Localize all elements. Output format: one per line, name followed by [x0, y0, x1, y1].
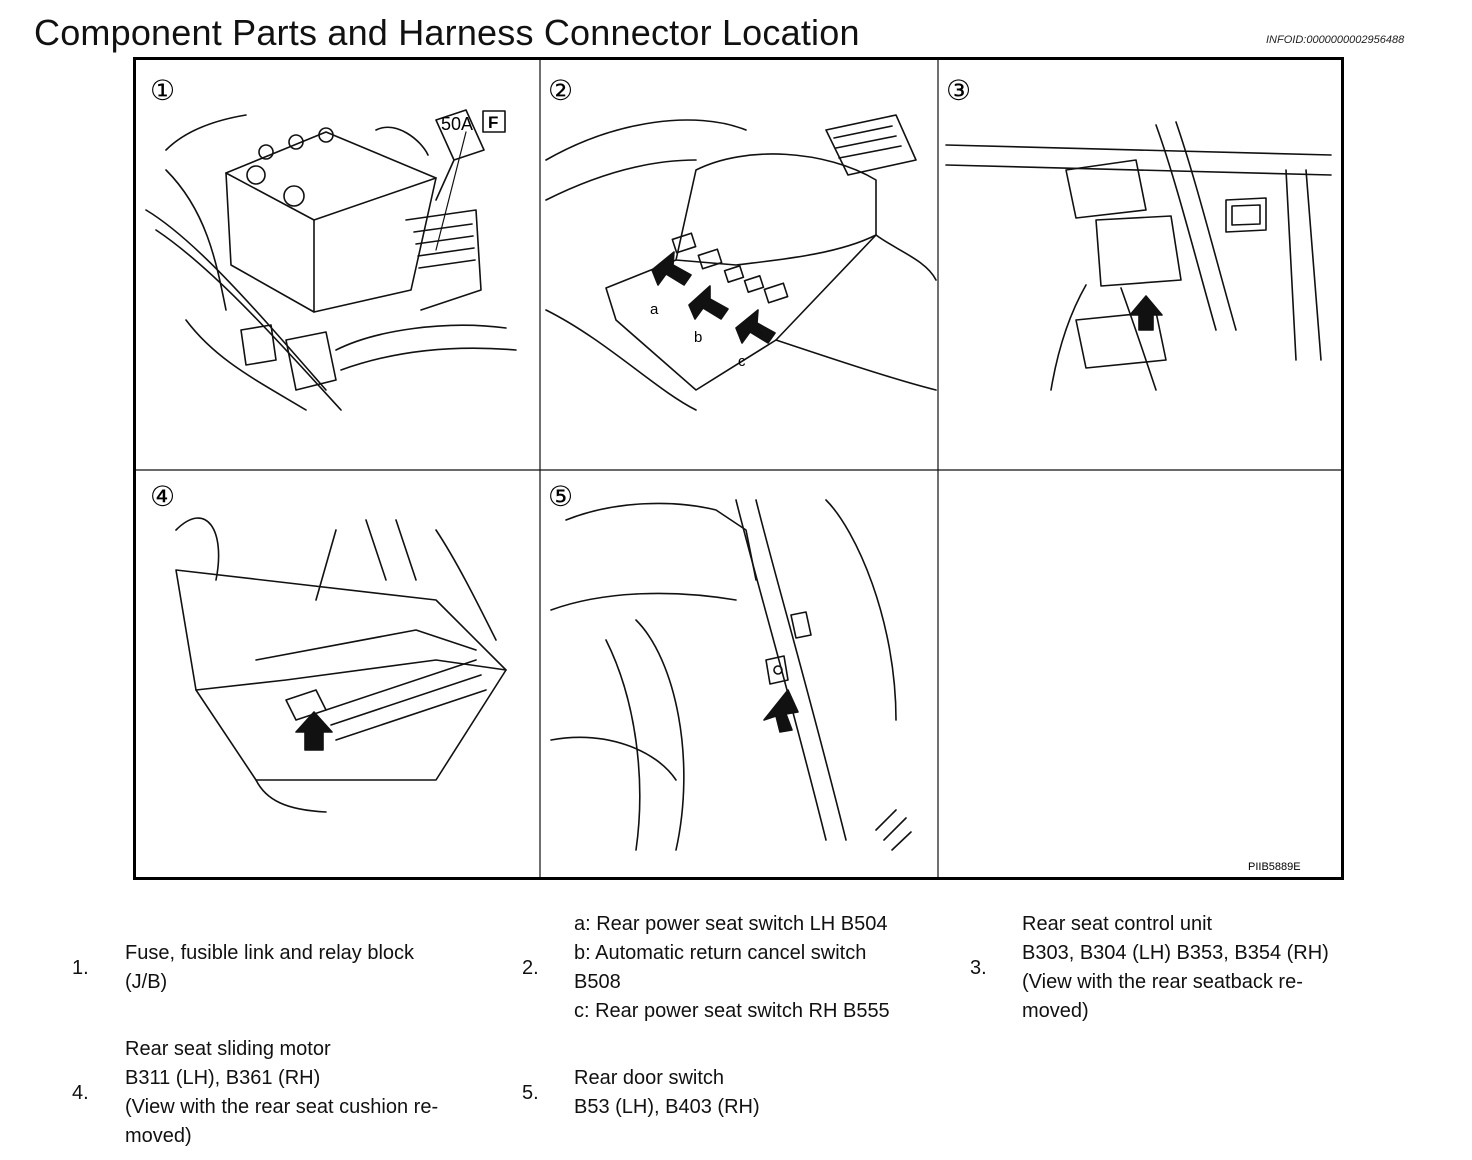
- panel-5-door-switch: [550, 499, 912, 851]
- legend-4-line-2: B311 (LH), B361 (RH): [125, 1067, 321, 1089]
- legend-number-4: 4.: [72, 1082, 89, 1104]
- legend-number-2: 2.: [522, 957, 539, 979]
- panel-number-4: ④: [150, 480, 175, 513]
- panel-number-2: ②: [548, 74, 573, 107]
- arrow-b: [688, 285, 729, 320]
- panel-number-3: ③: [946, 74, 971, 107]
- legend-2-line-4: c: Rear power seat switch RH B555: [574, 1000, 890, 1022]
- callout-c: c: [738, 353, 746, 370]
- arrow-c: [735, 309, 776, 344]
- legend-number-5: 5.: [522, 1082, 539, 1104]
- legend-5-line-1: Rear door switch: [574, 1067, 725, 1089]
- panel-2-rear-console: a b c: [545, 114, 937, 411]
- callout-b: b: [694, 329, 702, 346]
- page-title: Component Parts and Harness Connector Lo…: [34, 12, 860, 53]
- legend-number-3: 3.: [970, 957, 987, 979]
- callout-a: a: [650, 301, 659, 318]
- legend-1-line-2: (J/B): [125, 971, 168, 993]
- fuse-amperage-label: 50A: [441, 114, 473, 134]
- legend-4-line-3: (View with the rear seat cushion re-: [125, 1096, 439, 1118]
- legend-4-line-1: Rear seat sliding motor: [125, 1038, 331, 1060]
- info-id: INFOID:0000000002956488: [1266, 34, 1405, 46]
- arrow-4: [295, 711, 333, 751]
- legend-2-line-3: B508: [574, 971, 621, 993]
- legend-3-line-4: moved): [1022, 1000, 1089, 1022]
- legend-5-line-2: B53 (LH), B403 (RH): [574, 1096, 760, 1118]
- legend-3-line-3: (View with the rear seatback re-: [1022, 971, 1303, 993]
- component-location-figure: ① ② ③ ④ ⑤ 50A F: [133, 57, 1344, 880]
- legend-2-line-2: b: Automatic return cancel switch: [574, 942, 867, 964]
- arrow-3: [1129, 295, 1163, 331]
- arrow-a: [651, 251, 692, 286]
- fuse-box-letter: F: [488, 113, 498, 132]
- figure-code: PIIB5889E: [1248, 861, 1301, 873]
- panel-3-seat-control-unit: [945, 121, 1332, 391]
- legend-number-1: 1.: [72, 957, 89, 979]
- legend-3-line-1: Rear seat control unit: [1022, 913, 1213, 935]
- arrow-5: [763, 689, 799, 733]
- panel-4-sliding-motor: [175, 517, 507, 813]
- fuse-box-letter-frame: [482, 110, 506, 133]
- panel-1-battery-fuse-block: 50A F: [145, 109, 517, 411]
- legend-1-line-1: Fuse, fusible link and relay block: [125, 942, 415, 964]
- panel-number-5: ⑤: [548, 480, 573, 513]
- panel-number-1: ①: [150, 74, 175, 107]
- legend-3-line-2: B303, B304 (LH) B353, B354 (RH): [1022, 942, 1329, 964]
- legend-4-line-4: moved): [125, 1125, 192, 1147]
- legend-2-line-1: a: Rear power seat switch LH B504: [574, 913, 888, 935]
